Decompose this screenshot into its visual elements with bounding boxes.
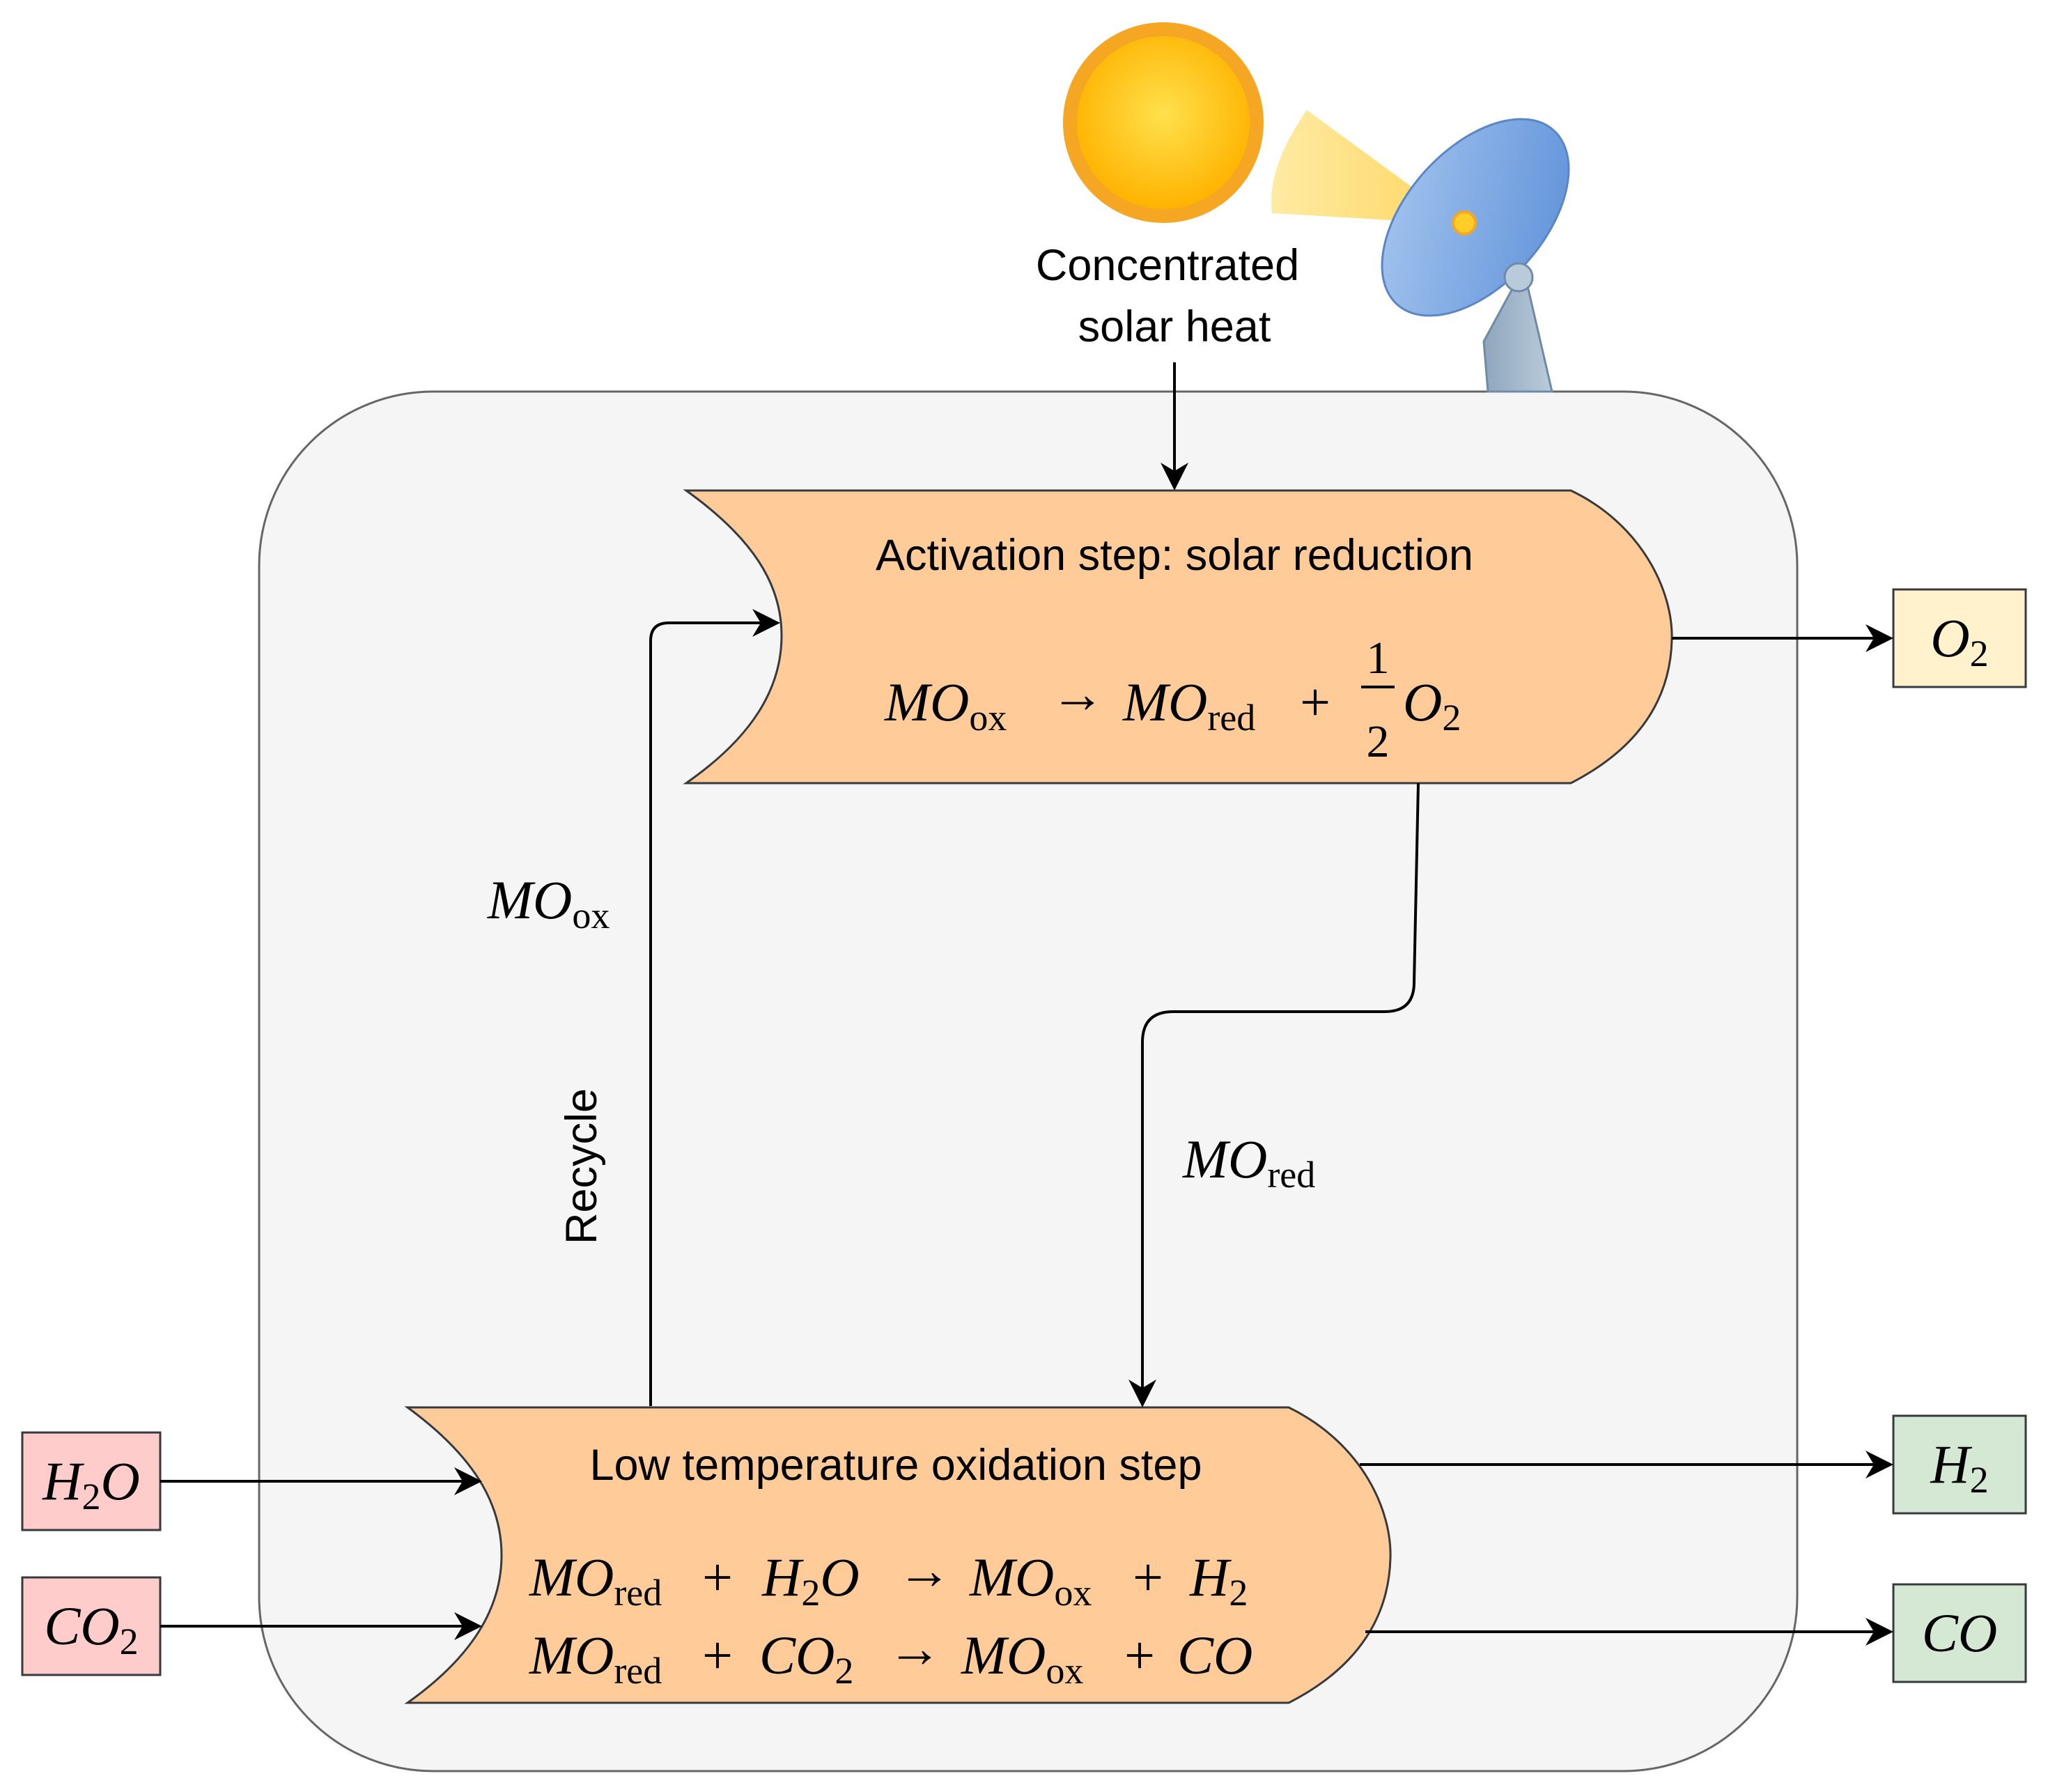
co-output-node: CO bbox=[1892, 1583, 2027, 1683]
svg-text:H2: H2 bbox=[1930, 1434, 1988, 1501]
svg-text:H2: H2 bbox=[1189, 1547, 1248, 1614]
heat-label-line2: solar heat bbox=[1078, 302, 1271, 351]
oxidation-step-title: Low temperature oxidation step bbox=[589, 1441, 1202, 1490]
o2-output-node: O2 bbox=[1892, 588, 2027, 688]
svg-text:→: → bbox=[887, 1618, 942, 1678]
svg-text:MOred: MOred bbox=[529, 1625, 662, 1692]
svg-text:O2: O2 bbox=[1403, 672, 1461, 739]
svg-text:+: + bbox=[1133, 1547, 1163, 1607]
h2-output-node: H2 bbox=[1892, 1414, 2027, 1515]
recycle-connector bbox=[649, 609, 780, 1406]
mo-red-flow-label: MOred bbox=[1182, 1129, 1315, 1196]
reduced-oxide-connector bbox=[1128, 782, 1420, 1407]
svg-text:+: + bbox=[1124, 1625, 1155, 1685]
svg-text:→: → bbox=[897, 1540, 952, 1600]
activation-step-title: Activation step: solar reduction bbox=[876, 531, 1473, 580]
activation-step-equation: MOox → MOred + 1 2 O2 bbox=[884, 633, 1461, 767]
co2-input-node: CO2 bbox=[21, 1576, 162, 1676]
svg-text:→: → bbox=[1050, 663, 1105, 724]
svg-text:2: 2 bbox=[1367, 716, 1390, 767]
oxidation-equation-co2: MOred + CO2 → MOox + CO bbox=[529, 1618, 1252, 1692]
svg-text:CO: CO bbox=[1177, 1625, 1252, 1685]
sun-icon bbox=[1063, 22, 1264, 223]
svg-text:H2O: H2O bbox=[761, 1547, 860, 1614]
svg-text:H2O: H2O bbox=[42, 1451, 140, 1517]
oxidation-step-box bbox=[404, 1406, 1392, 1704]
solar-dish-icon bbox=[1381, 118, 1570, 393]
svg-text:MOox: MOox bbox=[969, 1547, 1092, 1614]
svg-text:CO2: CO2 bbox=[44, 1596, 138, 1662]
svg-text:+: + bbox=[1300, 672, 1331, 732]
svg-text:MOox: MOox bbox=[961, 1625, 1083, 1692]
svg-text:1: 1 bbox=[1367, 633, 1390, 683]
svg-text:MOred: MOred bbox=[1122, 672, 1255, 739]
heat-label-line1: Concentrated bbox=[1036, 241, 1299, 290]
svg-text:CO2: CO2 bbox=[759, 1625, 853, 1692]
svg-text:+: + bbox=[702, 1547, 733, 1607]
oxidation-equation-h2o: MOred + H2O → MOox + H2 bbox=[529, 1540, 1248, 1614]
mo-ox-flow-label: MOox bbox=[487, 870, 610, 936]
svg-text:MOox: MOox bbox=[884, 672, 1007, 739]
svg-text:MOred: MOred bbox=[529, 1547, 662, 1614]
svg-text:O2: O2 bbox=[1930, 608, 1988, 674]
svg-text:CO: CO bbox=[1922, 1602, 1997, 1663]
activation-step-box bbox=[683, 489, 1673, 785]
recycle-label: Recycle bbox=[557, 1088, 606, 1244]
svg-text:+: + bbox=[702, 1625, 733, 1685]
h2o-input-node: H2O bbox=[21, 1431, 162, 1531]
